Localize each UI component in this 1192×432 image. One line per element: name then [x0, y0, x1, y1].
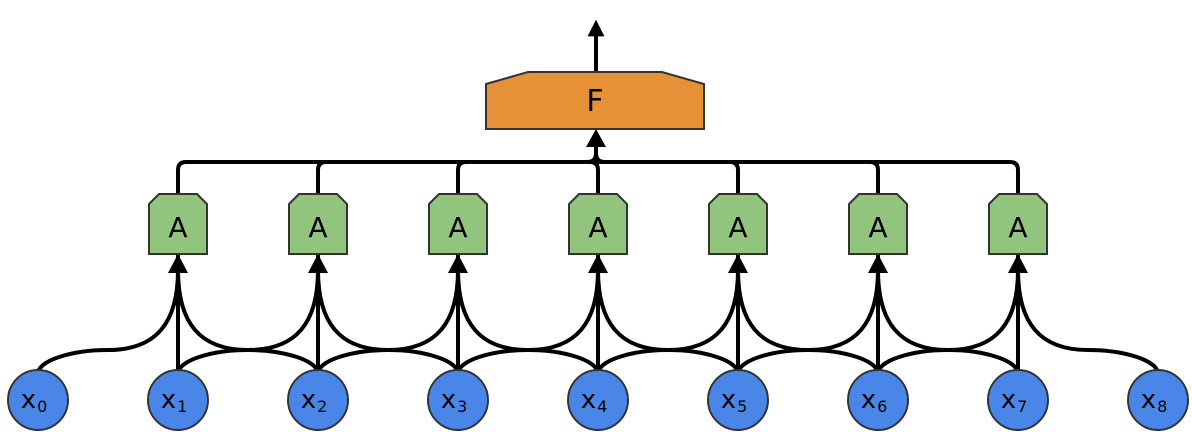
input-edge — [456, 268, 600, 376]
input-nodes: x0 x1 x2 x3 x4 x5 x6 x7 x8 — [7, 369, 1189, 431]
f-node: F — [485, 71, 705, 130]
a-node-shape — [708, 193, 768, 255]
a-node-shape — [848, 193, 908, 255]
input-node-circle — [147, 369, 209, 431]
a-input-arrowhead — [868, 254, 888, 273]
input-node: x3 — [427, 369, 489, 431]
a-node-shape — [988, 193, 1048, 255]
a-input-arrowhead — [588, 254, 608, 273]
input-to-a-edges — [36, 254, 1160, 376]
input-node: x8 — [1127, 369, 1189, 431]
a-input-arrowhead — [308, 254, 328, 273]
a-to-f-edges — [176, 129, 1020, 196]
a-output-edge — [594, 152, 1020, 196]
a-node: A — [708, 193, 768, 255]
input-node: x0 — [7, 369, 69, 431]
a-node-label: A — [448, 211, 467, 244]
a-node-label: A — [308, 211, 327, 244]
input-node-label: x5 — [721, 385, 748, 416]
a-node: A — [148, 193, 208, 255]
input-edge — [596, 268, 740, 376]
input-node-label: x0 — [21, 385, 48, 416]
a-node: A — [288, 193, 348, 255]
input-edge — [36, 268, 180, 376]
a-node-label: A — [868, 211, 887, 244]
a-input-arrowhead — [728, 254, 748, 273]
a-node: A — [988, 193, 1048, 255]
input-node-circle — [567, 369, 629, 431]
input-node: x7 — [987, 369, 1049, 431]
a-input-arrowhead — [168, 254, 188, 273]
input-node-circle — [1127, 369, 1189, 431]
a-input-arrowhead — [448, 254, 468, 273]
input-node-label: x2 — [301, 385, 328, 416]
input-node: x4 — [567, 369, 629, 431]
a-node-label: A — [1008, 211, 1027, 244]
f-input-arrowhead — [586, 129, 606, 147]
input-node-circle — [987, 369, 1049, 431]
input-node-label: x3 — [441, 385, 468, 416]
a-output-edge — [456, 152, 598, 196]
input-edge — [736, 268, 880, 376]
input-node-label: x6 — [861, 385, 888, 416]
a-input-arrowhead — [1008, 254, 1028, 273]
input-edge — [876, 268, 1020, 376]
input-node-label: x8 — [1141, 385, 1168, 416]
a-node-label: A — [728, 211, 747, 244]
input-node-circle — [707, 369, 769, 431]
input-node: x1 — [147, 369, 209, 431]
a-node-shape — [568, 193, 628, 255]
input-edge — [316, 268, 460, 376]
f-node-shape — [485, 71, 705, 130]
input-edge — [1016, 268, 1160, 376]
a-node-shape — [428, 193, 488, 255]
input-node-label: x4 — [581, 385, 608, 416]
input-node-label: x1 — [161, 385, 188, 416]
input-node-circle — [427, 369, 489, 431]
input-node-circle — [7, 369, 69, 431]
input-node-label: x7 — [1001, 385, 1028, 416]
f-node-label: F — [586, 84, 603, 119]
a-node: A — [568, 193, 628, 255]
a-node: A — [428, 193, 488, 255]
input-node-circle — [287, 369, 349, 431]
input-edge — [176, 268, 320, 376]
a-node-shape — [148, 193, 208, 255]
input-node: x2 — [287, 369, 349, 431]
a-node-label: A — [168, 211, 187, 244]
a-node-shape — [288, 193, 348, 255]
a-node-label: A — [588, 211, 607, 244]
a-node: A — [848, 193, 908, 255]
input-node: x6 — [847, 369, 909, 431]
input-node: x5 — [707, 369, 769, 431]
input-node-circle — [847, 369, 909, 431]
